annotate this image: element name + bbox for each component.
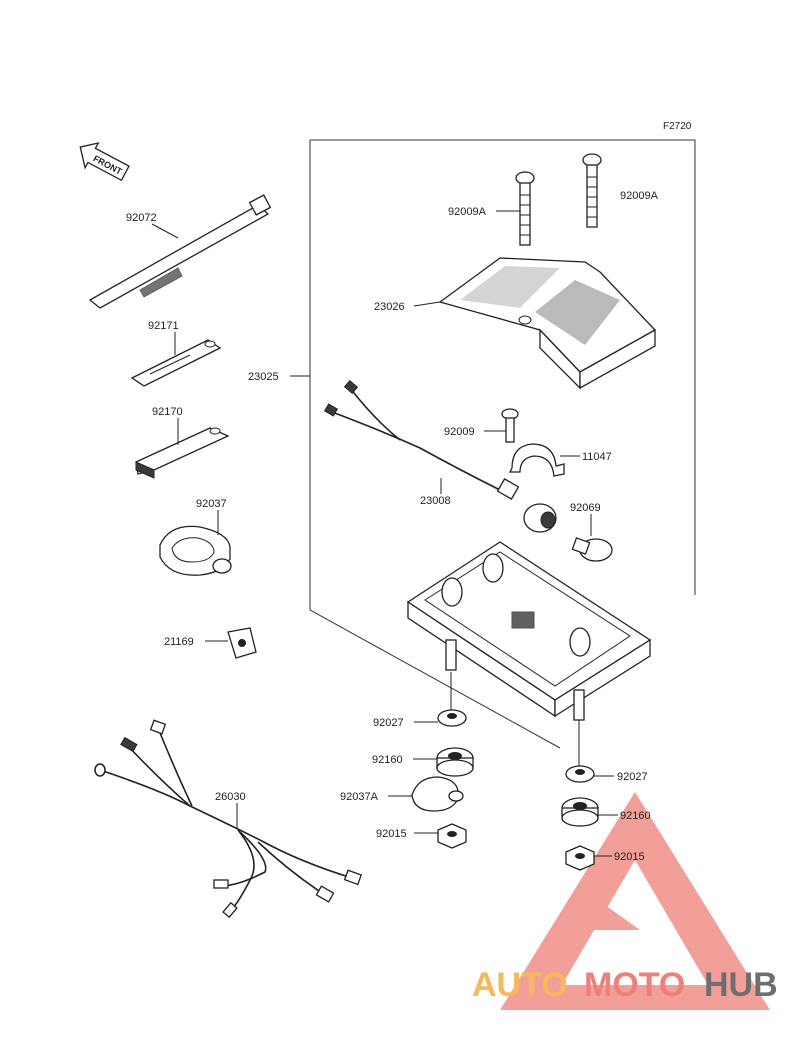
label-92037: 92037 <box>196 498 227 510</box>
assembly-frame <box>310 139 696 595</box>
bracket-11047 <box>508 443 565 477</box>
label-92009: 92009 <box>444 426 475 438</box>
label-92069: 92069 <box>570 502 601 514</box>
label-92171: 92171 <box>148 320 179 332</box>
diagram-code: F2720 <box>663 121 692 132</box>
label-92009A-right: 92009A <box>620 190 659 202</box>
nut-21169 <box>227 627 257 659</box>
socket-wire-23008 <box>323 380 557 533</box>
label-92160-left: 92160 <box>372 754 403 766</box>
lens-cover-23026 <box>438 257 657 390</box>
label-92027-left: 92027 <box>373 717 404 729</box>
label-92072: 92072 <box>126 212 157 224</box>
cable-tie-92072 <box>88 194 272 309</box>
label-11047: 11047 <box>582 451 612 463</box>
wire-harness-26030 <box>94 719 363 919</box>
label-23025: 23025 <box>248 371 279 383</box>
label-92015-left: 92015 <box>376 828 407 840</box>
label-92160-right: 92160 <box>620 810 651 822</box>
nut-92015-left <box>437 823 467 849</box>
watermark-part1: AUTO <box>472 966 568 1004</box>
screw-92009 <box>501 408 519 443</box>
label-26030: 26030 <box>215 791 246 803</box>
nut-92015-right <box>565 845 595 871</box>
label-92027-right: 92027 <box>617 771 648 783</box>
watermark-text: AUTO MOTO HUB <box>472 966 778 1004</box>
watermark-part3: HUB <box>704 966 778 1004</box>
bulb-92069 <box>571 537 613 562</box>
label-92009A-left: 92009A <box>448 206 487 218</box>
label-23008: 23008 <box>420 495 451 507</box>
lamp-housing-base <box>406 541 652 721</box>
clamp-92037A <box>411 776 464 812</box>
label-92170: 92170 <box>152 406 183 418</box>
screw-92009A-right <box>582 153 602 228</box>
grommet-92027-right <box>565 765 595 783</box>
screw-92009A-left <box>515 171 535 246</box>
label-21169: 21169 <box>164 636 194 648</box>
grommet-92027-left <box>437 709 467 727</box>
front-arrow-icon: FRONT <box>79 142 130 182</box>
clamp-92037 <box>159 525 232 576</box>
clamp-92170 <box>135 427 230 479</box>
watermark-logo <box>500 792 770 1010</box>
clamp-92171 <box>130 339 222 387</box>
label-92037A: 92037A <box>340 791 379 803</box>
label-92015-right: 92015 <box>614 851 645 863</box>
damper-92160-left <box>436 747 474 777</box>
damper-92160-right <box>561 797 599 827</box>
watermark-part2: MOTO <box>584 966 685 1004</box>
label-23026: 23026 <box>374 301 405 313</box>
